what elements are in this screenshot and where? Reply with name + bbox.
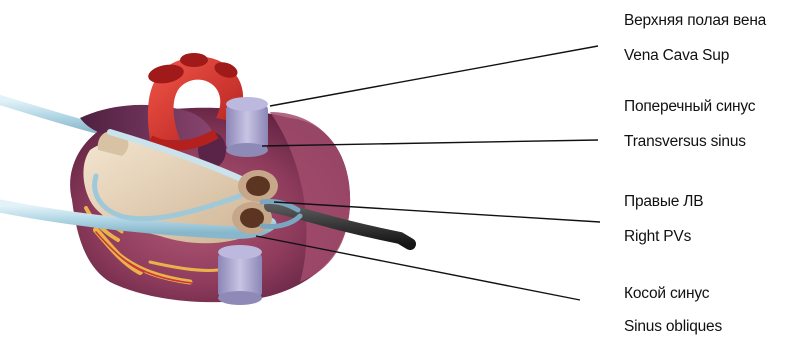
inferior-vena-cava <box>218 245 262 305</box>
label-right-pvs-ru: Правые ЛВ <box>624 193 703 211</box>
label-sinus-obliques-ru: Косой синус <box>624 285 709 303</box>
pointer-line-vena-cava <box>270 46 598 106</box>
label-transversus-sinus-ru: Поперечный синус <box>624 98 755 116</box>
label-right-pvs-en: Right PVs <box>624 228 691 246</box>
label-sinus-obliques-en: Sinus obliques <box>624 318 722 336</box>
superior-vena-cava <box>226 97 268 157</box>
label-transversus-sinus-en: Transversus sinus <box>624 133 746 151</box>
label-vena-cava-en: Vena Cava Sup <box>624 47 729 65</box>
label-vena-cava-ru: Верхняя полая вена <box>624 12 766 30</box>
